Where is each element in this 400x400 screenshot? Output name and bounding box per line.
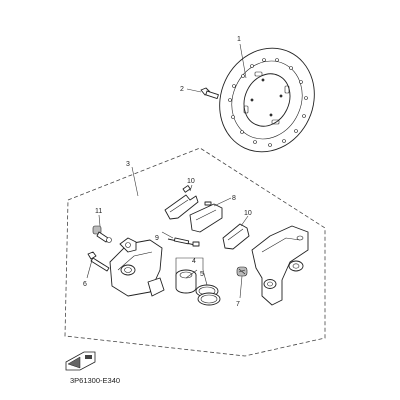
callout-2: 2 <box>180 86 184 93</box>
diagram-code: 3P61300-E340 <box>70 376 120 385</box>
callout-7: 7 <box>236 301 240 308</box>
callout-9: 9 <box>155 235 159 242</box>
brake-caliper <box>109 237 165 297</box>
caliper-bolt <box>87 251 110 272</box>
assembly-boundary <box>64 147 326 357</box>
bleed-screw <box>92 225 112 243</box>
callout-10-lower: 10 <box>244 210 252 217</box>
pad-spring <box>189 201 223 233</box>
callout-1: 1 <box>237 36 241 43</box>
caliper-piston <box>175 269 197 294</box>
bracket-boot <box>236 266 248 277</box>
brake-pad-upper <box>164 185 199 220</box>
callout-10-upper: 10 <box>187 178 195 185</box>
pad-pin <box>167 237 200 247</box>
caliper-bracket <box>251 225 309 306</box>
callout-6: 6 <box>83 281 87 288</box>
callout-5: 5 <box>200 271 204 278</box>
piston-seal-kit <box>195 284 221 306</box>
callout-8: 8 <box>232 195 236 202</box>
leader-lines <box>86 43 249 299</box>
disc-bolt <box>200 87 219 99</box>
callout-3: 3 <box>126 161 130 168</box>
brake-pad-lower <box>222 223 250 250</box>
callout-4: 4 <box>192 258 196 265</box>
front-arrow-icon <box>65 351 96 371</box>
callout-11: 11 <box>95 208 102 215</box>
brake-disc <box>219 47 315 153</box>
